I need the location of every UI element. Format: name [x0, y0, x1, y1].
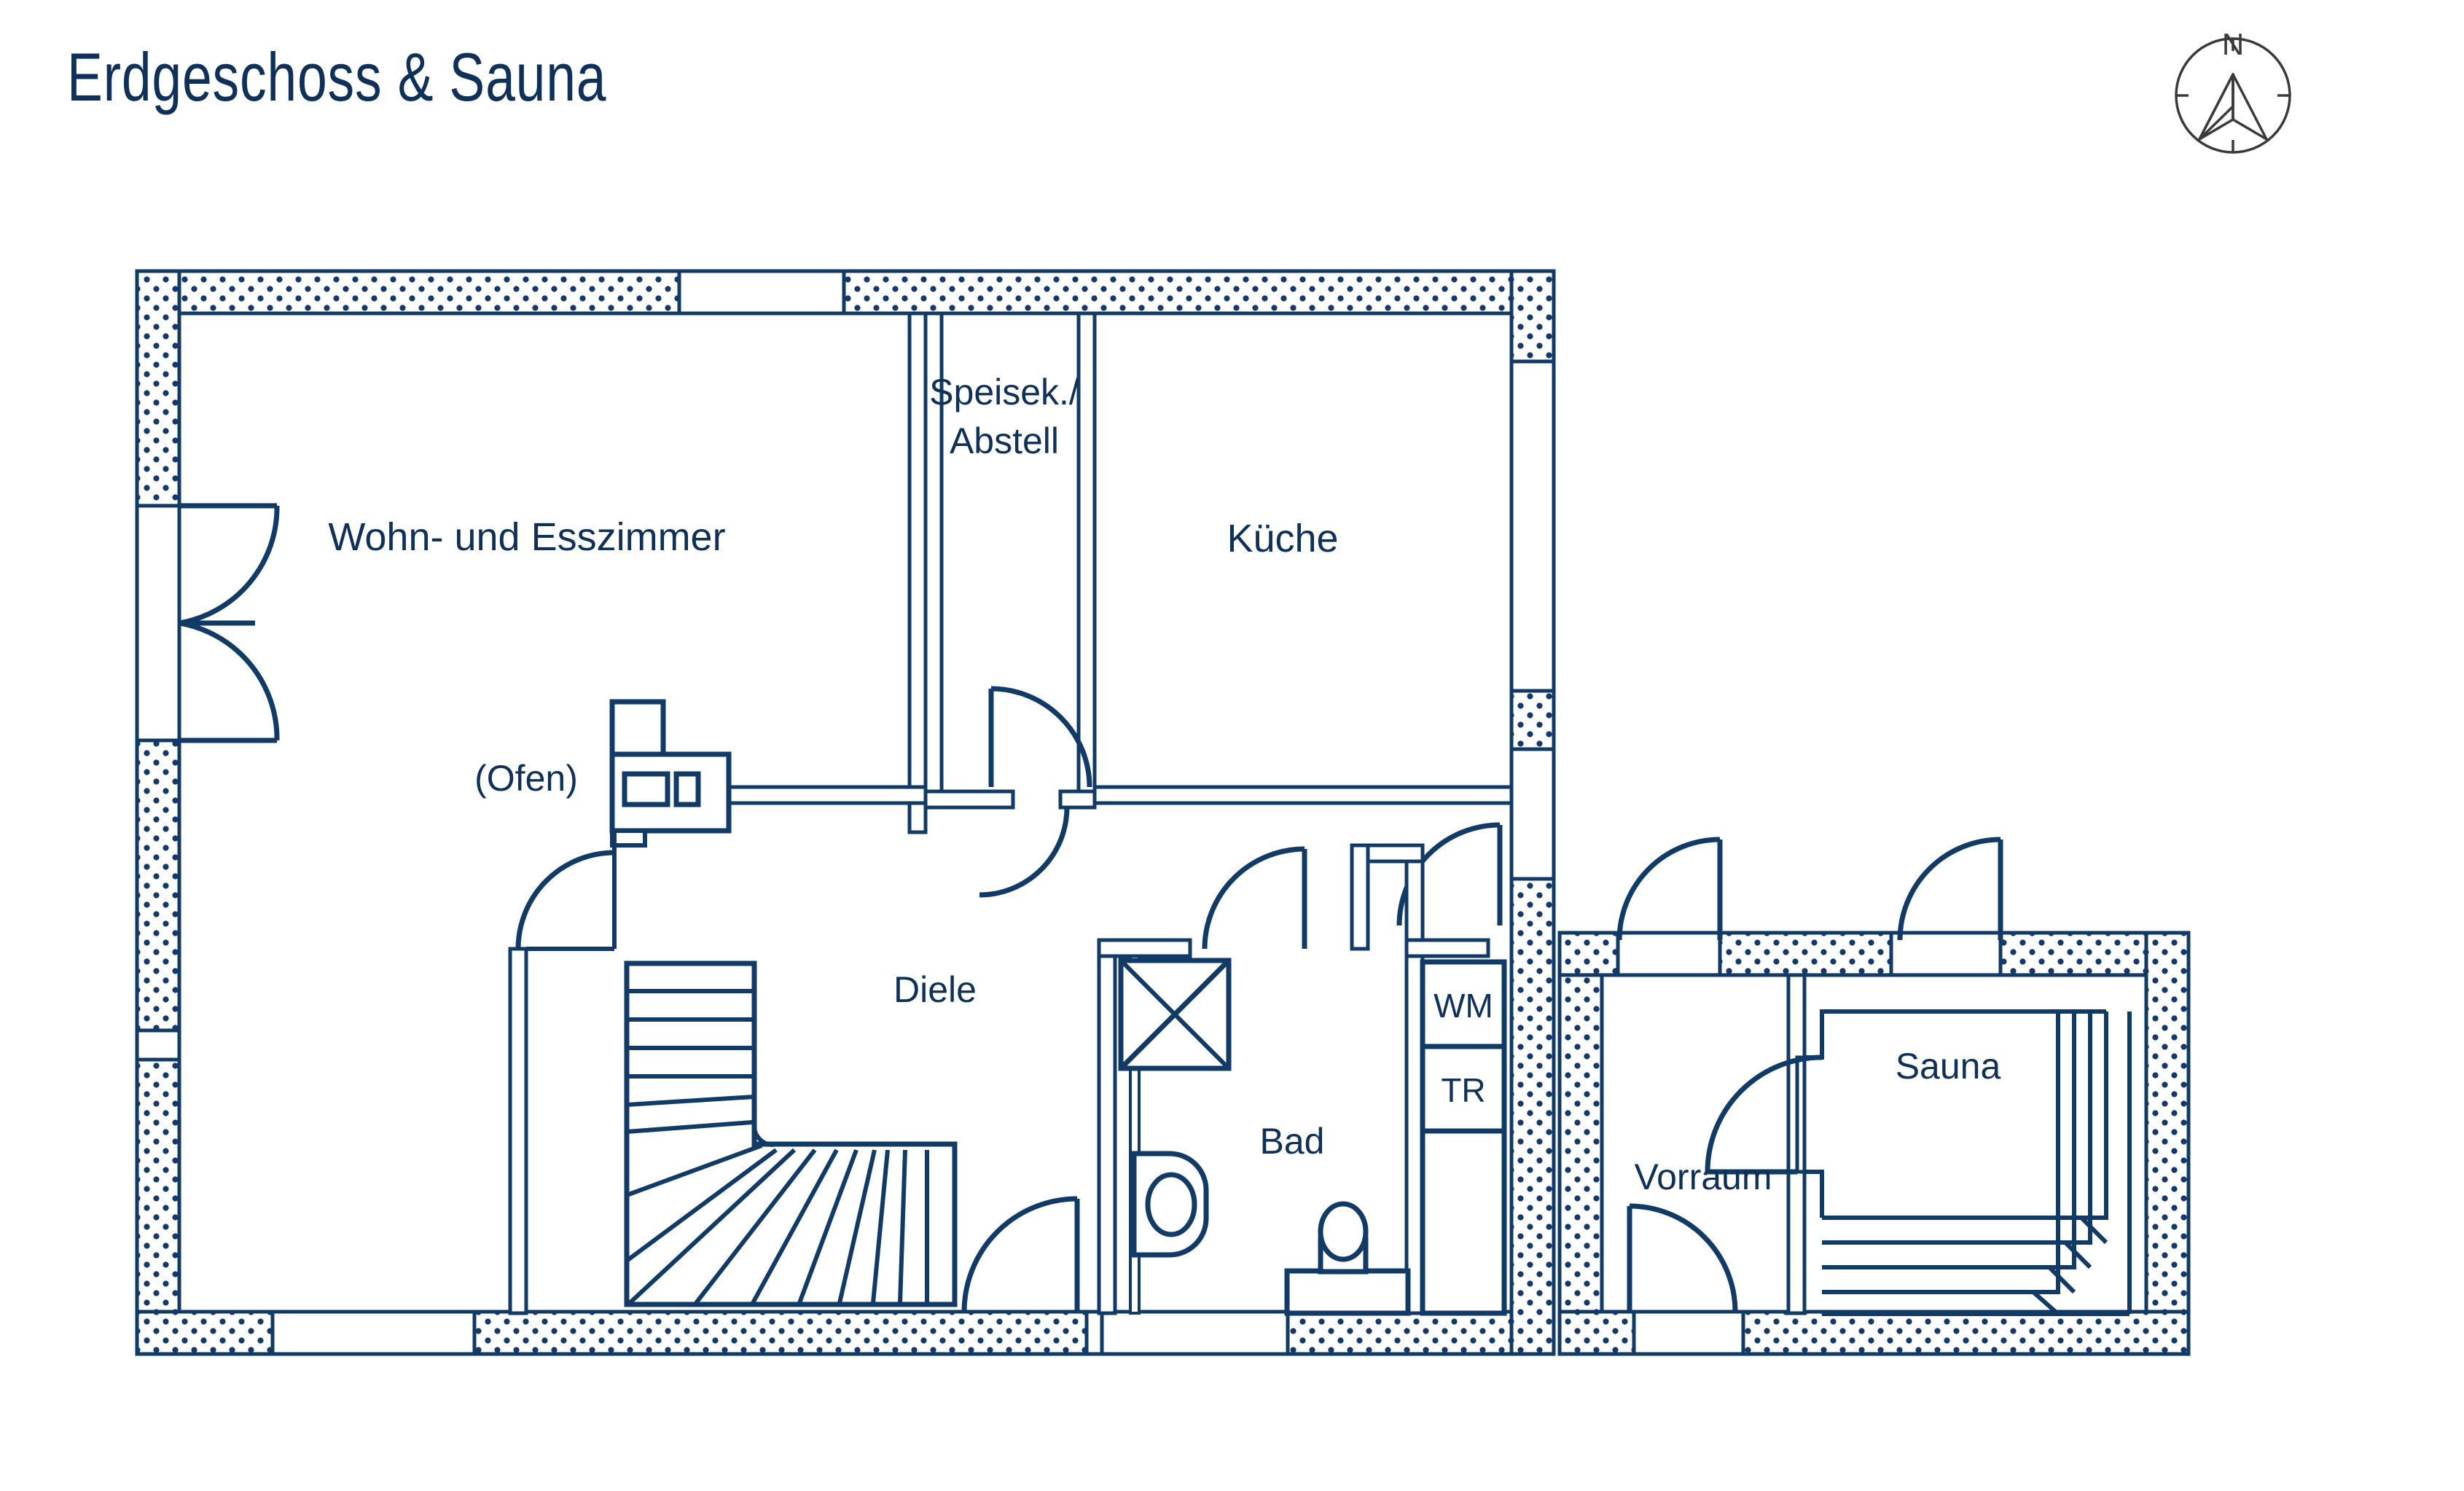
- shower-tray: [1118, 958, 1232, 1071]
- exterior-wall-right-mid: [1509, 689, 1556, 751]
- door-swing-left-french-upper: [179, 503, 280, 626]
- window-left: [135, 1028, 181, 1062]
- interior-wall-speisekammer: [923, 311, 1097, 810]
- door-swing-diele-bad: [961, 1196, 1080, 1312]
- room-label-speisekammer-line2: Abstell: [950, 420, 1059, 461]
- window-top: [677, 269, 846, 316]
- room-label-speisekammer-line1: Speisek./: [929, 372, 1079, 412]
- winder-staircase: [624, 960, 958, 1307]
- room-label-ofen: (Ofen): [474, 758, 578, 799]
- window-bottom-bad: [1100, 1310, 1290, 1356]
- appliance-wm-box: [1420, 959, 1507, 1049]
- compass-rose-icon: N: [2175, 27, 2291, 154]
- annex-wall-bottom-1: [1557, 1310, 1636, 1356]
- toilet-wc: [1284, 1201, 1411, 1316]
- annex-door-opening-bottom: [1632, 1310, 1745, 1356]
- annex-door-opening-top-2: [1889, 931, 2003, 977]
- exterior-wall-top-right: [842, 269, 1556, 316]
- appliance-label-wm: WM: [1434, 987, 1493, 1025]
- window-right-2: [1509, 747, 1556, 881]
- room-label-vorraum: Vorraum: [1635, 1157, 1772, 1197]
- room-label-kueche: Küche: [1227, 517, 1338, 560]
- annex-wall-left: [1557, 931, 1604, 1356]
- room-label-diele: Diele: [893, 969, 977, 1010]
- door-opening-left-french: [135, 504, 181, 743]
- exterior-wall-right-upper: [1509, 269, 1556, 364]
- door-swing-vorraum-entrance: [1627, 1203, 1738, 1312]
- annex-wall-right: [2144, 931, 2191, 1356]
- door-swing-annex-top-right: [1897, 837, 2003, 941]
- door-swing-annex-top-left: [1616, 837, 1723, 941]
- door-swing-left-french-lower: [179, 620, 280, 743]
- exterior-wall-right-lower: [1509, 877, 1556, 1356]
- door-swing-speisekammer: [979, 807, 1070, 898]
- interior-wall-bad: [1097, 843, 1490, 1315]
- bathtub-basin: [1131, 1151, 1209, 1258]
- door-swing-diele-corridor: [1202, 846, 1307, 950]
- window-bottom-1: [270, 1310, 477, 1356]
- interior-wall-diele-top: [508, 867, 617, 1315]
- exterior-wall-top-left: [135, 269, 681, 316]
- exterior-wall-bottom-1: [135, 1310, 275, 1356]
- appliance-label-tr: TR: [1441, 1071, 1485, 1109]
- annex-door-opening-top-1: [1616, 931, 1722, 977]
- sauna-bench: [1822, 1011, 2132, 1316]
- compass-north-label: N: [2222, 27, 2244, 61]
- interior-wall-kueche-south: [1092, 785, 1514, 805]
- door-swing-wohn-diele: [515, 850, 615, 950]
- room-label-bad: Bad: [1260, 1121, 1325, 1162]
- door-swing-kueche-bad: [1396, 822, 1503, 926]
- annex-wall-bottom-2: [1741, 1310, 2191, 1356]
- window-right-1: [1509, 359, 1556, 693]
- room-label-sauna: Sauna: [1896, 1046, 2001, 1087]
- door-swing-kueche-diele: [988, 686, 1092, 788]
- exterior-wall-bottom-4: [1286, 1310, 1556, 1356]
- interior-wall-wohn-kueche: [907, 311, 928, 834]
- door-swing-sauna: [1705, 1054, 1823, 1175]
- interior-wall-wohn-south: [726, 785, 928, 805]
- annex-wall-top-1: [1557, 931, 1620, 977]
- exterior-wall-bottom-2: [472, 1310, 1089, 1356]
- exterior-wall-left-upper: [135, 269, 181, 508]
- exterior-wall-left-mid: [135, 738, 181, 1033]
- room-label-wohn-esszimmer: Wohn- und Esszimmer: [328, 515, 725, 559]
- exterior-wall-left-lower: [135, 1057, 181, 1334]
- appliance-cabinet-lower: [1420, 1128, 1507, 1316]
- annex-wall-top-2: [1718, 931, 1893, 977]
- wood-stove: [609, 699, 732, 848]
- page-title: Erdgeschoss & Sauna: [67, 39, 607, 115]
